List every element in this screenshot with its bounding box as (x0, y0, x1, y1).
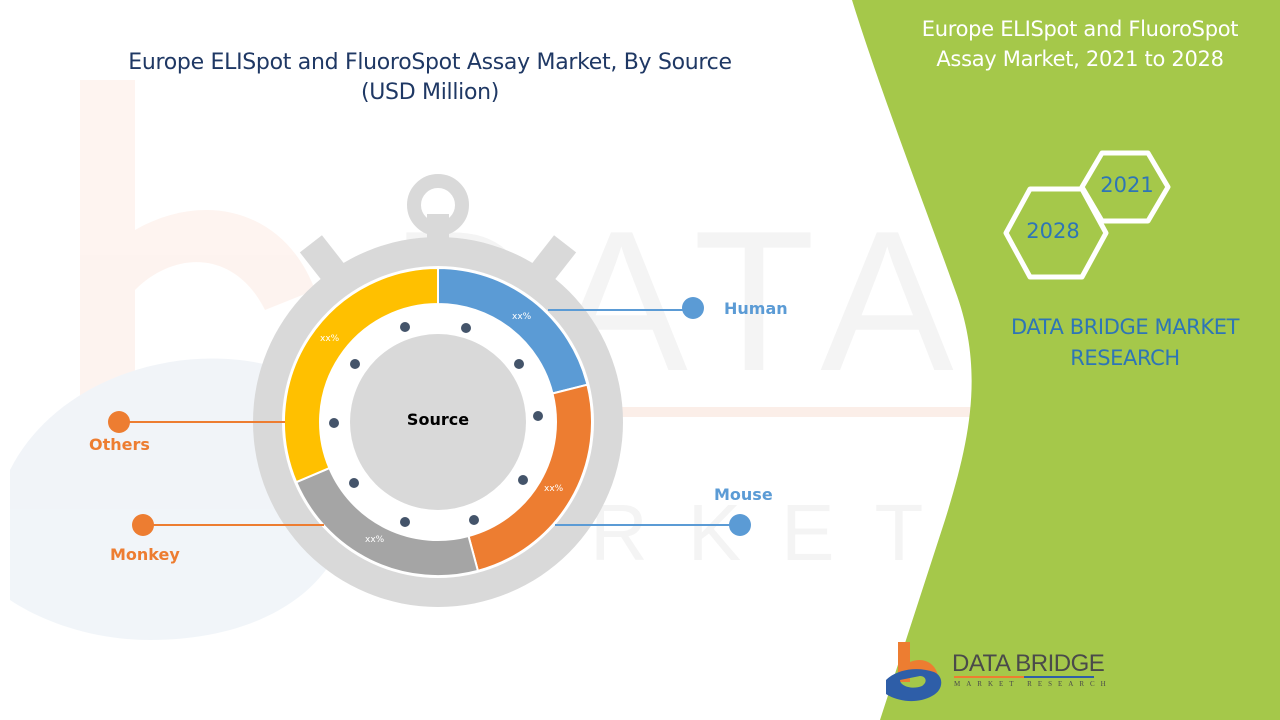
segment-others[interactable] (282, 266, 439, 484)
logo-title: DATA BRIDGE (952, 650, 1105, 677)
side-title-line2: Assay Market, 2021 to 2028 (936, 47, 1224, 71)
value-label-others: xx% (320, 334, 340, 344)
green-side-panel (852, 0, 1280, 720)
hex-year-2028: 2028 (1026, 219, 1080, 243)
stopwatch-stem (427, 214, 449, 244)
brand-line1: DATA BRIDGE MARKET (1010, 315, 1240, 339)
data-bridge-logo-icon (886, 642, 942, 702)
callout-dot-mouse-icon (729, 514, 751, 536)
hexagon-years-graphic (1003, 150, 1171, 280)
chart-title-line1: Europe ELISpot and FluoroSpot Assay Mark… (128, 50, 732, 75)
callout-dot-human-icon (682, 297, 704, 319)
legend-label-others: Others (89, 435, 150, 454)
side-title-line1: Europe ELISpot and FluoroSpot (921, 17, 1239, 41)
chart-title-line2: (USD Million) (360, 80, 500, 105)
value-label-human: xx% (512, 312, 532, 322)
center-disc (350, 334, 526, 510)
stopwatch-right-button (531, 235, 577, 281)
legend-label-mouse: Mouse (714, 485, 773, 504)
legend-label-human: Human (724, 299, 788, 318)
legend-label-monkey: Monkey (110, 545, 180, 564)
side-panel-title: Europe ELISpot and FluoroSpot Assay Mark… (880, 14, 1280, 74)
hexagon-2028-icon (1003, 186, 1109, 280)
brand-text: DATA BRIDGE MARKET RESEARCH (990, 312, 1260, 374)
value-label-mouse: xx% (544, 484, 564, 494)
value-label-monkey: xx% (365, 535, 385, 545)
stopwatch-left-button (299, 235, 345, 281)
brand-line2: RESEARCH (1070, 346, 1180, 370)
logo-rule (954, 676, 1094, 678)
logo-tagline: MARKET RESEARCH (954, 680, 1112, 688)
callout-dot-monkey-icon (132, 514, 154, 536)
center-label: Source (406, 410, 470, 429)
tick-dots (329, 322, 543, 527)
callout-dot-others-icon (108, 411, 130, 433)
chart-title: Europe ELISpot and FluoroSpot Assay Mark… (100, 48, 760, 108)
hex-year-2021: 2021 (1100, 173, 1154, 197)
